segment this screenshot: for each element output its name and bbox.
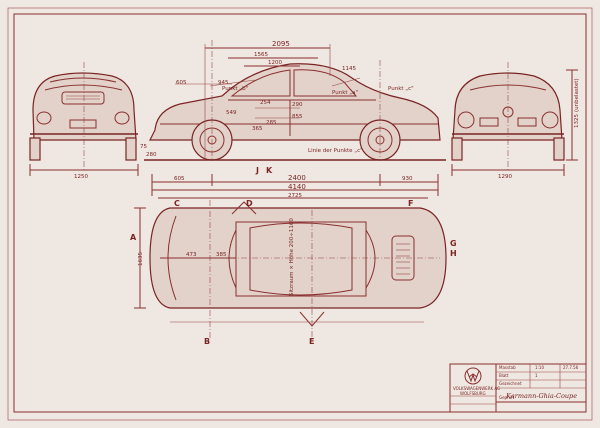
dim-height: 1325 xyxy=(574,114,580,128)
top-view xyxy=(134,200,447,340)
point-a-label: Punkt „a" xyxy=(332,90,358,96)
vw-logo-icon xyxy=(464,367,482,385)
label-F: F xyxy=(408,199,413,208)
dim-1145: 1145 xyxy=(342,66,356,72)
dim-front-overhang-top: 605 xyxy=(176,80,187,86)
point-c-label: Punkt „c" xyxy=(388,86,414,92)
company-city: WOLFSBURG xyxy=(460,391,486,396)
label-H: H xyxy=(450,249,457,258)
dim-75: 75 xyxy=(140,144,147,150)
drawing-title: Karmann-Ghia-Coupe xyxy=(505,392,577,400)
dim-280: 280 xyxy=(146,152,157,158)
dim-width: 1635 xyxy=(138,252,144,266)
side-view xyxy=(144,40,446,199)
dim-front-overhang: 605 xyxy=(174,176,185,182)
dim-254: 254 xyxy=(260,100,271,106)
sheet-border-outer xyxy=(7,7,593,421)
track-rear-dim: 1250 xyxy=(74,174,88,180)
tb-row1: Masstab xyxy=(499,365,516,370)
label-C: C xyxy=(174,199,180,208)
dim-wheelbase: 2400 xyxy=(288,174,306,182)
dim-top-a: 1565 xyxy=(254,52,268,58)
dim-549: 549 xyxy=(226,110,237,116)
sitzraum-note: Sitzraum × Höhe 200÷1160 xyxy=(289,218,295,296)
sheet-border-inner xyxy=(13,13,587,413)
dim-290: 290 xyxy=(292,102,303,108)
dim-height-note: (unbelastet) xyxy=(574,78,580,112)
company-name: VOLKSWAGENWERK AG xyxy=(453,386,500,391)
tb-date: 27.7.56 xyxy=(563,365,579,370)
label-G: G xyxy=(450,239,457,248)
dim-945: 945 xyxy=(218,80,229,86)
dim-rear-overhang: 930 xyxy=(402,176,413,182)
dim-half-b: 385 xyxy=(216,252,227,258)
label-D: D xyxy=(246,199,253,208)
label-J: J xyxy=(255,166,259,175)
label-A: A xyxy=(130,233,137,242)
point-b-label: Punkt „b" xyxy=(222,86,248,92)
label-K: K xyxy=(266,166,273,175)
dim-365: 365 xyxy=(252,126,263,132)
dim-overall-length: 4140 xyxy=(288,183,306,191)
dim-285: 285 xyxy=(266,120,277,126)
front-view xyxy=(451,62,578,176)
tb-row2: Blatt xyxy=(499,373,509,378)
linie-punkte-c: Linie der Punkte „c" xyxy=(308,148,363,154)
dim-total-height: 2095 xyxy=(272,40,290,48)
dim-2725: 2725 xyxy=(288,193,302,199)
title-block xyxy=(449,363,587,413)
tb-scale: 1:10 xyxy=(535,365,544,370)
label-E: E xyxy=(309,337,314,346)
track-front-dim: 1290 xyxy=(498,174,512,180)
dim-half-a: 473 xyxy=(186,252,197,258)
rear-view xyxy=(29,62,139,176)
tb-row4: Geprüft xyxy=(499,395,515,400)
tb-sheet: 1 xyxy=(535,373,538,378)
label-B: B xyxy=(204,337,210,346)
dim-855: 855 xyxy=(292,114,303,120)
dim-top-b: 1200 xyxy=(268,60,282,66)
tb-row3: Gezeichnet xyxy=(499,381,522,386)
